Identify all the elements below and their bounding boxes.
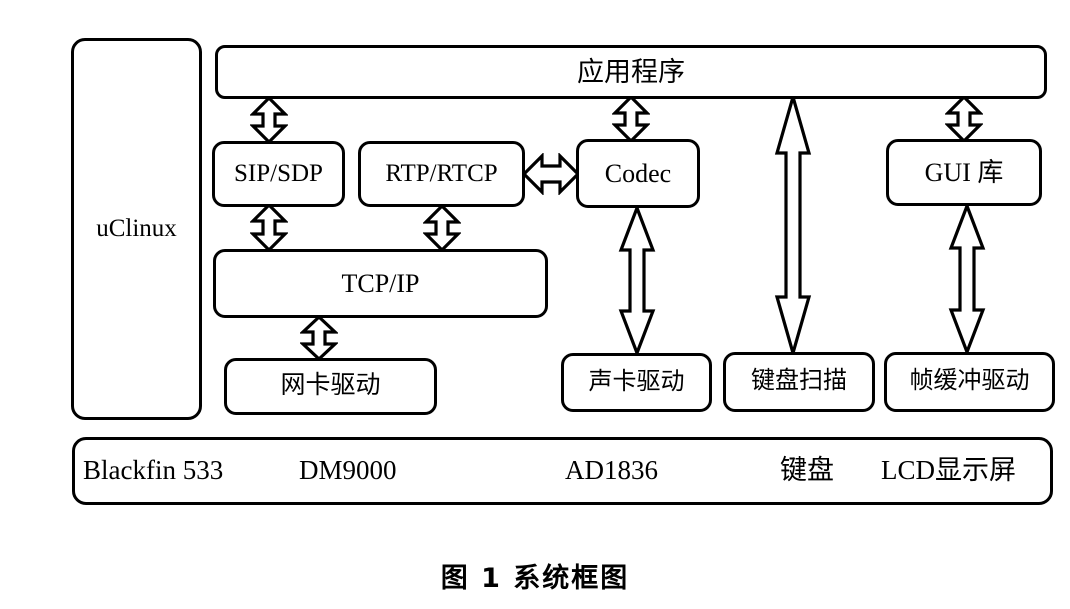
arrow-tcp-ip-to-net-card-driver [300, 316, 338, 360]
net-card-driver-label: 网卡驱动 [280, 372, 381, 400]
arrow-rtp-rtcp-to-codec [523, 153, 579, 195]
codec-box[interactable]: Codec [576, 139, 700, 208]
sip-sdp-box[interactable]: SIP/SDP [212, 141, 345, 207]
tcp-ip-box[interactable]: TCP/IP [213, 249, 548, 318]
gui-library-label: GUI 库 [924, 157, 1004, 187]
sound-card-driver-label: 声卡驱动 [588, 368, 685, 395]
figure-caption: 图 1 系统框图 [440, 563, 630, 594]
codec-label: Codec [604, 158, 672, 188]
hardware-item-lcd: LCD显示屏 [881, 455, 1016, 485]
hardware-item-keyboard: 键盘 [780, 455, 834, 485]
application-layer-label: 应用程序 [577, 56, 685, 87]
arrow-app-to-keyboard-scan [773, 95, 813, 355]
frame-buffer-driver-box[interactable]: 帧缓冲驱动 [884, 352, 1055, 412]
hardware-item-ad1836: AD1836 [565, 455, 658, 485]
rtp-rtcp-label: RTP/RTCP [385, 159, 498, 187]
hardware-layer-box[interactable]: Blackfin 533 DM9000 AD1836 键盘 LCD显示屏 [72, 437, 1053, 505]
keyboard-scan-label: 键盘扫描 [751, 368, 847, 395]
arrow-gui-library-to-frame-buffer-driver [947, 204, 987, 354]
frame-buffer-driver-label: 帧缓冲驱动 [909, 368, 1030, 395]
hardware-item-blackfin: Blackfin 533 [83, 455, 224, 485]
rtp-rtcp-box[interactable]: RTP/RTCP [358, 141, 525, 207]
sip-sdp-label: SIP/SDP [234, 159, 323, 187]
keyboard-scan-box[interactable]: 键盘扫描 [723, 352, 875, 412]
arrow-app-to-sip-sdp [250, 97, 288, 143]
arrow-app-to-codec [612, 96, 650, 142]
arrow-sip-sdp-to-tcp-ip [250, 204, 288, 251]
net-card-driver-box[interactable]: 网卡驱动 [224, 358, 437, 415]
gui-library-box[interactable]: GUI 库 [886, 139, 1042, 206]
os-layer-box[interactable]: uClinux [71, 38, 202, 420]
tcp-ip-label: TCP/IP [341, 268, 420, 298]
os-layer-label: uClinux [96, 214, 177, 242]
sound-card-driver-box[interactable]: 声卡驱动 [561, 353, 712, 412]
hardware-item-dm9000: DM9000 [299, 455, 397, 485]
arrow-app-to-gui-library [945, 96, 983, 142]
application-layer-box[interactable]: 应用程序 [215, 45, 1047, 99]
arrow-codec-to-sound-card-driver [617, 206, 657, 355]
arrow-rtp-rtcp-to-tcp-ip [423, 205, 461, 251]
